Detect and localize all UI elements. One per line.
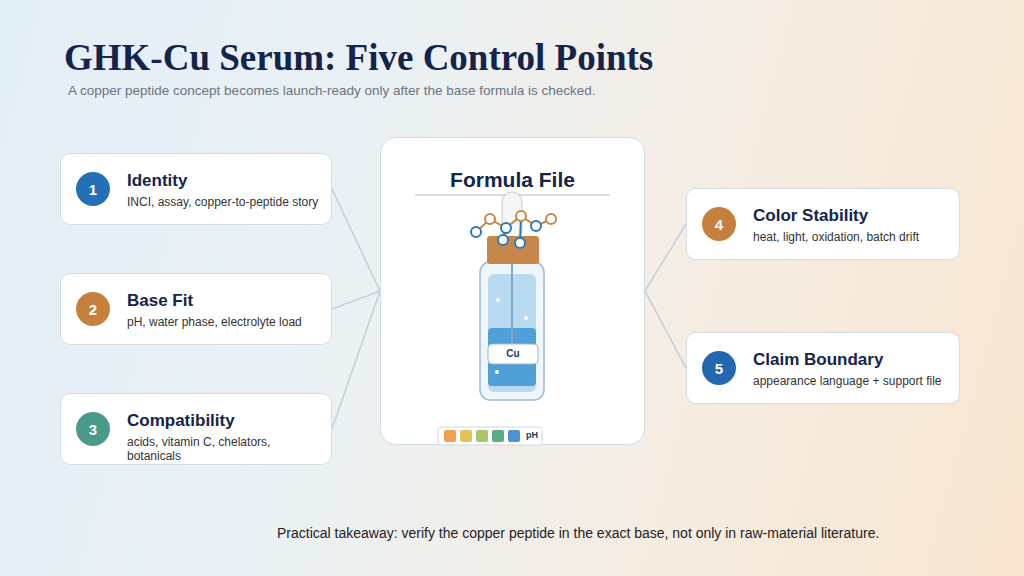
callout-number: 4 — [702, 207, 736, 241]
box-body: appearance language + support file — [753, 374, 949, 388]
control-point-box: Compatibility acids, vitamin C, chelators… — [60, 393, 332, 465]
number-text: 5 — [715, 360, 723, 377]
control-point-box: Claim Boundary appearance language + supp… — [686, 332, 960, 404]
number-text: 2 — [89, 301, 97, 318]
callout-number: 3 — [76, 412, 110, 446]
formula-card: Formula File — [380, 137, 645, 445]
box-body: acids, vitamin C, chelators, botanicals — [127, 435, 321, 463]
box-body: heat, light, oxidation, batch drift — [753, 230, 949, 244]
box-heading: Identity — [127, 171, 321, 191]
connector-line — [332, 291, 380, 309]
callout-number: 5 — [702, 351, 736, 385]
control-point-box: Base Fit pH, water phase, electrolyte loa… — [60, 273, 332, 345]
number-text: 3 — [89, 421, 97, 438]
number-text: 1 — [89, 181, 97, 198]
box-heading: Formula File — [381, 168, 644, 192]
connector-line — [332, 189, 380, 291]
connector-line — [645, 224, 686, 291]
subtitle-text: A copper peptide concept becomes launch-… — [68, 83, 596, 98]
box-body: INCI, assay, copper-to-peptide story — [127, 195, 321, 209]
connector-line — [645, 291, 686, 368]
callout-number: 2 — [76, 292, 110, 326]
caption-text: Practical takeaway: verify the copper pe… — [277, 525, 879, 541]
box-heading: Color Stability — [753, 206, 949, 226]
callout-number: 1 — [76, 172, 110, 206]
control-point-box: Color Stability heat, light, oxidation, b… — [686, 188, 960, 260]
box-body: pH, water phase, electrolyte load — [127, 315, 321, 329]
box-heading: Base Fit — [127, 291, 321, 311]
box-heading: Compatibility — [127, 411, 321, 431]
connector-line — [332, 291, 380, 429]
diagram-title: GHK-Cu Serum: Five Control Points — [64, 36, 653, 79]
box-heading: Claim Boundary — [753, 350, 949, 370]
number-text: 4 — [715, 216, 723, 233]
control-point-box: IdentityINCI, assay, copper-to-peptide s… — [60, 153, 332, 225]
